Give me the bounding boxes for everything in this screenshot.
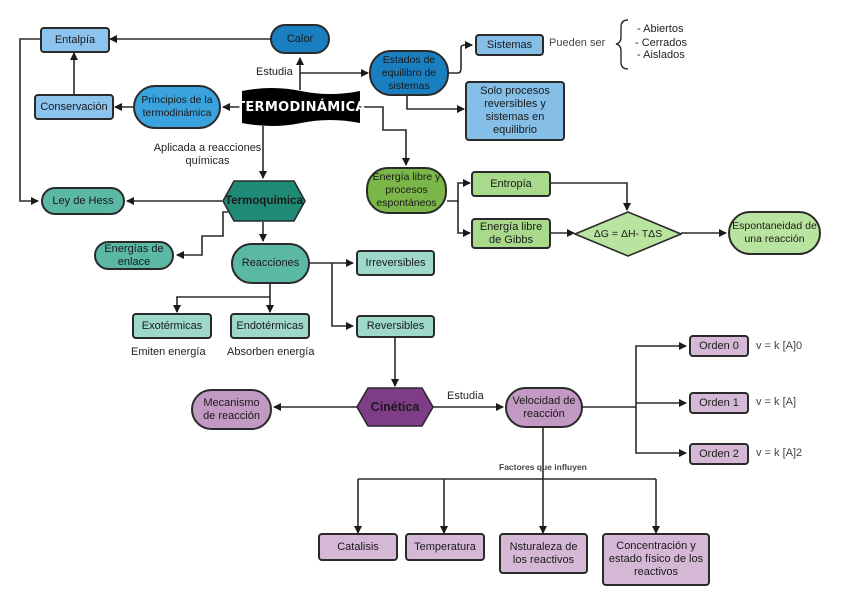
node-estados[interactable]: Estados de equilibro de sistemas bbox=[369, 50, 449, 96]
edge-termo-energialibre bbox=[360, 106, 410, 166]
edge-energialibre-entropia bbox=[447, 179, 471, 202]
node-calor[interactable]: Calor bbox=[270, 24, 330, 54]
node-orden0[interactable]: Orden 0 bbox=[689, 335, 749, 357]
diamond-shape bbox=[574, 211, 682, 257]
node-naturaleza[interactable]: Nsturaleza de los reactivos bbox=[499, 533, 588, 574]
label-v2: v = k [A]2 bbox=[756, 447, 803, 459]
node-termodinamica[interactable]: TERMODINÁMICA bbox=[236, 87, 366, 127]
edge-velocidad-orden0 bbox=[582, 342, 687, 408]
edge-energialibre-gibbs bbox=[457, 201, 471, 237]
node-mecanismo[interactable]: Mecanismo de reacción bbox=[191, 389, 272, 430]
node-sistemas[interactable]: Sistemas bbox=[475, 34, 544, 56]
label-abiertos: - Abiertos bbox=[637, 23, 684, 35]
label-pueden-ser: Pueden ser bbox=[549, 37, 606, 49]
node-irreversibles[interactable]: Irreversibles bbox=[356, 250, 435, 276]
edge-entalpia-hess bbox=[19, 38, 40, 205]
label-v0: v = k [A]0 bbox=[756, 340, 803, 352]
node-solo-procesos[interactable]: Solo procesos reversibles y sistemas en … bbox=[465, 81, 565, 141]
label-cerrados: - Cerrados bbox=[635, 37, 687, 49]
node-energia-libre[interactable]: Energía libre y procesos espontáneos bbox=[366, 167, 447, 214]
label-estudia-top: Estudia bbox=[256, 66, 293, 78]
ecuacion-label: ΔG = ΔH- TΔS bbox=[593, 228, 663, 240]
label-aplicada: Aplicada a reacciones químicas bbox=[153, 142, 262, 167]
node-concentracion[interactable]: Concentración y estado físico de los rea… bbox=[602, 533, 710, 586]
termoquimica-label: Termoquímica bbox=[225, 195, 303, 207]
label-factores: Factores que influyen bbox=[499, 462, 587, 472]
label-aislados: - Aislados bbox=[637, 49, 685, 61]
node-gibbs[interactable]: Energía libre de Gibbs bbox=[471, 218, 551, 249]
node-ley-hess[interactable]: Ley de Hess bbox=[41, 187, 125, 215]
label-emiten: Emiten energía bbox=[131, 346, 206, 358]
node-conservacion[interactable]: Conservación bbox=[34, 94, 114, 120]
edge-termoquimica-enlace bbox=[176, 211, 228, 259]
node-exotermicas[interactable]: Exotérmicas bbox=[132, 313, 212, 339]
banner-shape bbox=[242, 88, 360, 126]
cinetica-label: Cinética bbox=[370, 400, 420, 414]
hexagon-shape bbox=[222, 180, 306, 222]
edge-reacciones-reversibles bbox=[331, 263, 354, 330]
brace-icon bbox=[615, 19, 629, 70]
label-v1: v = k [A] bbox=[756, 396, 797, 408]
label-absorben: Absorben energía bbox=[227, 346, 315, 358]
hexagon-shape bbox=[356, 387, 434, 427]
node-reversibles[interactable]: Reversibles bbox=[356, 315, 435, 338]
termodinamica-label: TERMODINÁMICA bbox=[236, 99, 366, 115]
node-reacciones[interactable]: Reacciones bbox=[231, 243, 310, 284]
node-espontaneidad[interactable]: Espontaneidad de una reacción bbox=[728, 211, 821, 255]
node-cinetica[interactable]: Cinética bbox=[356, 387, 434, 427]
node-temperatura[interactable]: Temperatura bbox=[405, 533, 485, 561]
edge-estados-solo bbox=[406, 96, 465, 113]
node-orden1[interactable]: Orden 1 bbox=[689, 392, 749, 414]
node-principios[interactable]: Principios de la termodinámica bbox=[133, 85, 221, 129]
node-termoquimica[interactable]: Termoquímica bbox=[222, 180, 306, 222]
node-entropia[interactable]: Entropía bbox=[471, 171, 551, 197]
edge-entropia-ecuacion bbox=[551, 182, 631, 211]
edge-velocidad-orden2 bbox=[635, 407, 687, 457]
node-velocidad[interactable]: Velocidad de reacción bbox=[505, 387, 583, 428]
label-estudia-cinetica: Estudia bbox=[447, 390, 484, 402]
edge-estados-sistemas bbox=[449, 41, 473, 74]
node-orden2[interactable]: Orden 2 bbox=[689, 443, 749, 465]
node-ecuacion[interactable]: ΔG = ΔH- TΔS bbox=[574, 211, 682, 257]
node-endotermicas[interactable]: Endotérmicas bbox=[230, 313, 310, 339]
node-energias-enlace[interactable]: Energías de enlace bbox=[94, 241, 174, 270]
node-catalisis[interactable]: Catalisis bbox=[318, 533, 398, 561]
edge-reacciones-exo bbox=[173, 284, 271, 313]
node-entalpia[interactable]: Entalpía bbox=[40, 27, 110, 53]
